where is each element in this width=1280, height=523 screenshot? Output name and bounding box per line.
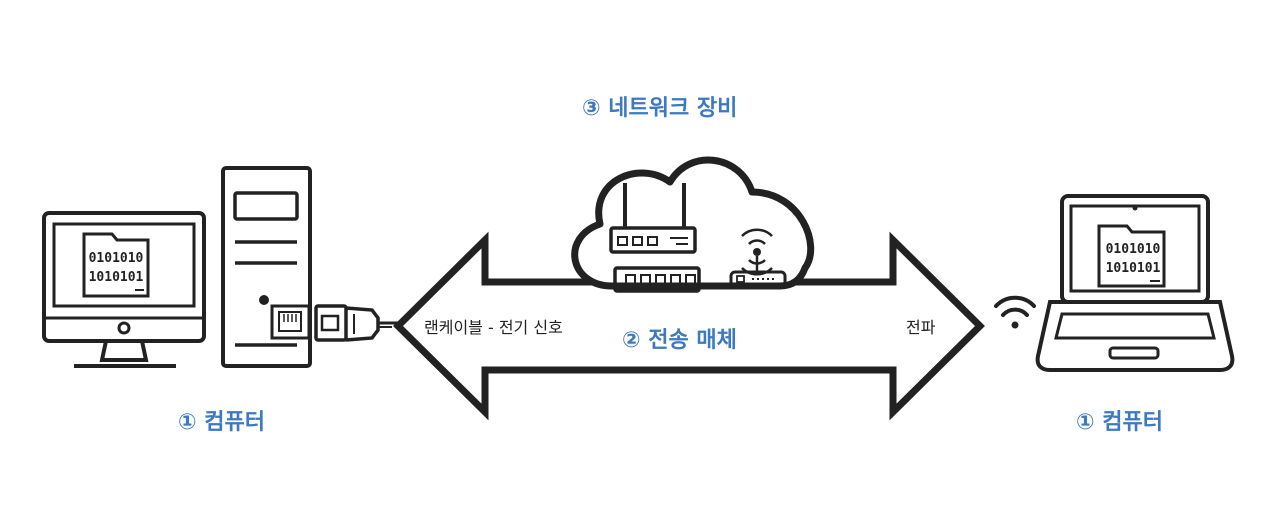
laptop-binary-line2: 1010101 [1106, 261, 1161, 276]
ethernet-plug-icon [314, 304, 398, 342]
binary-text-line2: 1010101 [89, 270, 144, 285]
binary-text-line1: 0101010 [89, 251, 144, 266]
transmission-medium-label: ② 전송 매체 [622, 328, 737, 353]
computer-right-label: ① 컴퓨터 [1076, 410, 1164, 435]
computer-left-label: ① 컴퓨터 [178, 410, 266, 435]
double-arrow [393, 231, 985, 421]
wireless-ap-icon [729, 228, 787, 288]
radio-wave-label: 전파 [906, 318, 936, 337]
network-equipment-label: ③ 네트워크 장비 [582, 96, 738, 121]
lan-cable-label: 랜케이블 - 전기 신호 [424, 318, 563, 337]
laptop-binary-line1: 0101010 [1106, 242, 1161, 257]
laptop-icon [1035, 194, 1235, 372]
switch-icon [613, 266, 701, 293]
pc-tower-icon [221, 166, 312, 368]
wifi-icon [994, 295, 1036, 329]
router-icon [609, 183, 697, 254]
desktop-monitor-icon [42, 211, 206, 368]
cloud-icon [571, 156, 815, 290]
